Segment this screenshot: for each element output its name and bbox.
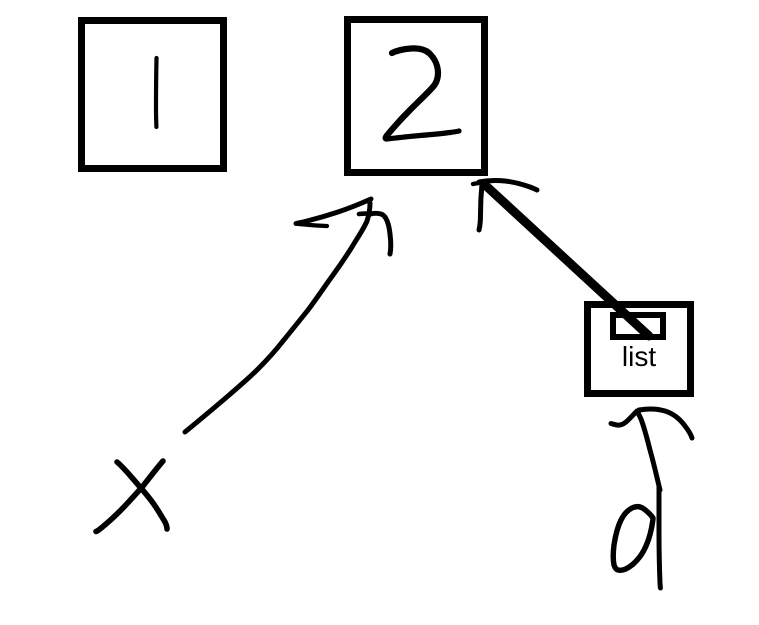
- d-mark[interactable]: [610, 484, 663, 591]
- box-two[interactable]: [344, 16, 488, 176]
- arrow-x-to-box-two-barb-left-tail: [293, 221, 330, 229]
- arrow-d-to-list[interactable]: [608, 406, 695, 493]
- arrow-x-to-box-two-barb-left: [293, 196, 374, 226]
- list-box-frame: [584, 301, 694, 397]
- box-two-digit-two-baseline: [384, 128, 462, 142]
- arrow-x-to-box-two[interactable]: [182, 196, 394, 435]
- x-mark[interactable]: [93, 458, 170, 535]
- arrow-list-to-box-two-barb-right: [476, 177, 540, 193]
- arrow-list-to-box-two[interactable]: [470, 177, 654, 341]
- arrow-list-to-box-two-barb-right-tail: [470, 180, 490, 187]
- x-mark-stroke-down-right: [114, 459, 170, 532]
- arrow-x-to-box-two-shaft: [182, 200, 373, 435]
- box-one[interactable]: [78, 17, 227, 172]
- list-box-inner-rect: [610, 312, 666, 340]
- arrow-d-to-list-barb-left: [608, 408, 640, 428]
- d-mark-ascender: [656, 484, 663, 591]
- box-two-digit-two-glyph: [382, 45, 442, 142]
- d-mark-bowl: [610, 503, 656, 573]
- arrow-d-to-list-shaft: [635, 408, 663, 493]
- box-one-frame: [78, 17, 227, 172]
- box-one-digit-one-glyph: [153, 55, 159, 130]
- arrow-list-to-box-two-barb-left: [476, 181, 485, 233]
- x-mark-stroke-down-left: [93, 458, 166, 535]
- arrow-list-to-box-two-shaft: [479, 179, 654, 341]
- list-box-label: list: [621, 341, 657, 372]
- arrow-d-to-list-barb-right: [636, 406, 695, 441]
- arrow-x-to-box-two-barb-right: [367, 210, 394, 257]
- list-box[interactable]: [584, 301, 694, 397]
- box-two-frame: [344, 16, 488, 176]
